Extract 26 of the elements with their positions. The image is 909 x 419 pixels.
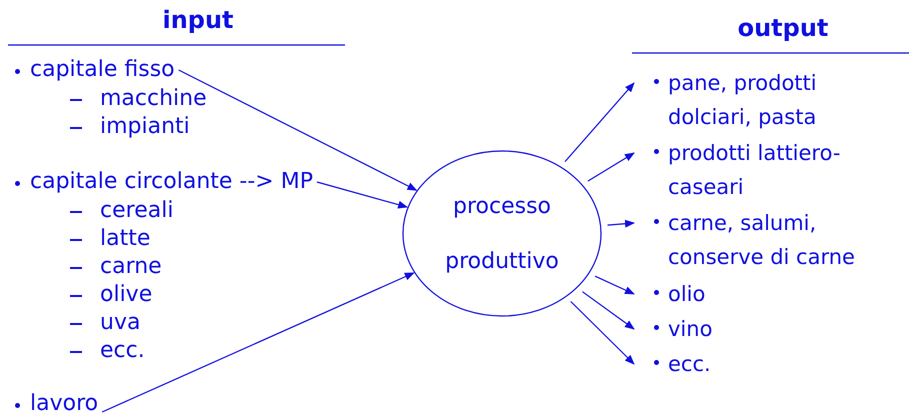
list-item-text: olio [668,277,706,311]
list-item-text: macchine [100,85,207,113]
process-label: processo produttivo [444,192,560,276]
list-item-text: uva [100,309,140,337]
column-heading: input [162,8,234,32]
arrow [582,291,635,330]
list-item-text: impianti [100,113,190,141]
list-item-text: carne [100,253,162,281]
list-item-text: ecc. [668,347,711,381]
arrow [178,69,418,191]
list-item-text: lavoro [30,390,98,418]
arrow [564,82,635,162]
arrow [594,276,635,295]
arrow [316,181,408,209]
arrow [588,152,635,182]
list-item-text: vino [668,312,712,346]
list-item-text: ecc. [100,337,145,365]
list-item-text: cereali [100,197,174,225]
arrow [570,301,635,365]
list-item-text: olive [100,281,152,309]
column-heading: output [738,16,828,40]
list-item-text: capitale circolante --> MP [30,168,313,196]
arrow [102,272,415,413]
list-item-text: latte [100,225,150,253]
arrow [607,220,635,228]
list-item-text: capitale fisso [30,56,175,84]
